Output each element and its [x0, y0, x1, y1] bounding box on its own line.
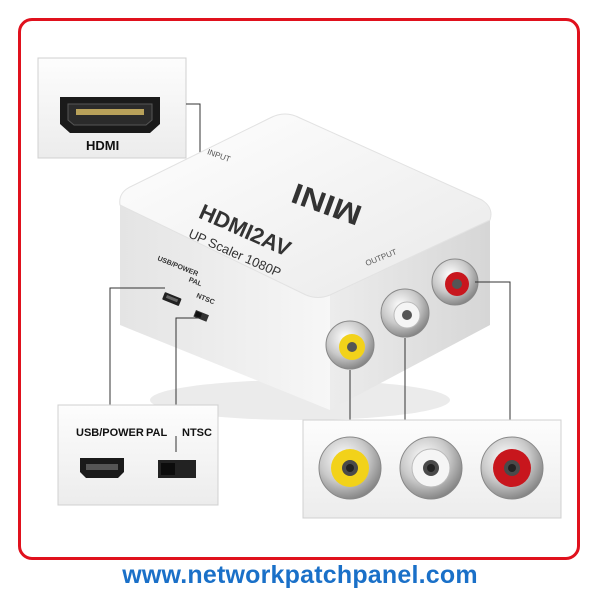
device-rca-video	[325, 320, 375, 370]
website-url: www.networkpatchpanel.com	[122, 561, 478, 589]
rca-video-jack-icon	[318, 436, 382, 500]
device-left-face	[120, 205, 330, 410]
side-pal-label: PAL	[188, 277, 204, 289]
device-top-face	[119, 113, 492, 298]
rca-audio-left-jack-icon	[399, 436, 463, 500]
usb-power-label: USB/POWER	[76, 427, 144, 439]
side-switch	[193, 310, 209, 322]
ntsc-label: NTSC	[182, 427, 212, 439]
hdmi-label: HDMI	[86, 138, 119, 153]
rca-callout	[302, 281, 562, 519]
side-usb-port	[162, 292, 182, 306]
device-rca-audio-left	[380, 288, 430, 338]
mini-usb-port-icon	[80, 458, 124, 478]
pal-label: PAL	[146, 427, 167, 439]
hdmi-port-icon	[60, 97, 160, 133]
rca-audio-right-jack-icon	[480, 436, 544, 500]
device-rca-audio-right	[431, 258, 479, 306]
pal-ntsc-switch-icon	[158, 460, 196, 478]
side-callout: USB/POWER PAL NTSC	[57, 287, 219, 506]
hdmi-callout: HDMI	[37, 57, 201, 172]
converter-device: MINI HDMI2AV UP Scaler 1080P INPUT OUTPU…	[119, 113, 492, 420]
